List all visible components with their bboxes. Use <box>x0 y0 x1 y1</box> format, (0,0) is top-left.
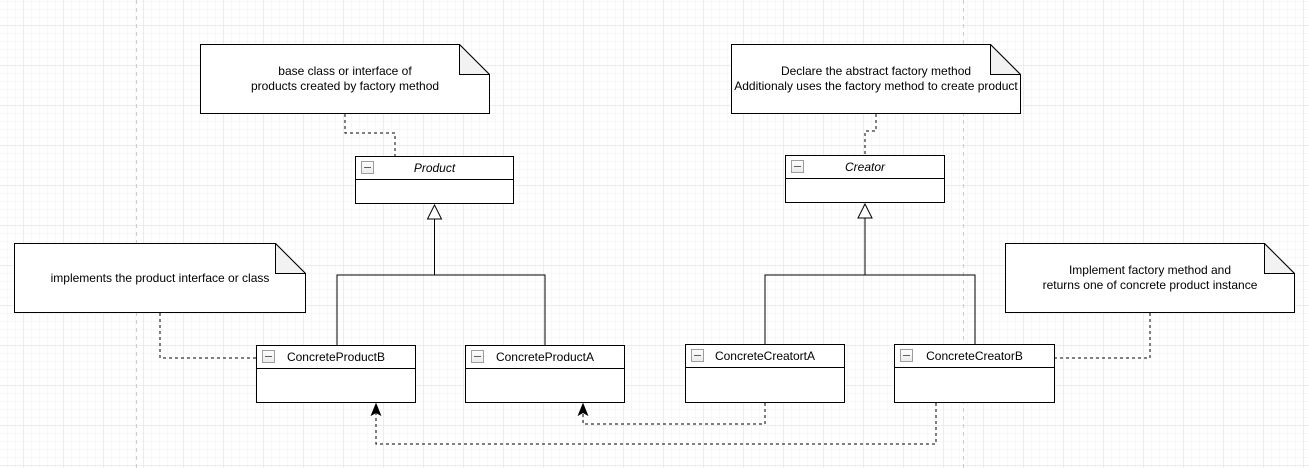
filled-arrow-productB <box>370 402 382 417</box>
class-name: Product <box>413 161 456 175</box>
note-line: Implement factory method and <box>1068 263 1232 277</box>
note-creator[interactable]: Declare the abstract factory method Addi… <box>731 44 1021 114</box>
collapse-minus-icon[interactable] <box>361 161 374 174</box>
class-concrete-creator-a[interactable]: ConcreteCreatortA <box>685 344 845 403</box>
class-concrete-creator-b[interactable]: ConcreteCreatorB <box>894 344 1055 403</box>
folded-corner-icon <box>1264 243 1295 274</box>
note-outline <box>731 44 1021 114</box>
note-outline <box>200 44 490 114</box>
class-name: ConcreteCreatorB <box>926 349 1023 363</box>
edge-creator-note-link[interactable] <box>864 114 877 155</box>
collapse-minus-icon[interactable] <box>791 160 804 173</box>
note-product[interactable]: base class or interface of products crea… <box>200 44 490 114</box>
edge-concrete-creator-note-link[interactable] <box>1055 313 1151 359</box>
class-name: Creator <box>844 160 885 174</box>
note-line: products created by factory method <box>250 79 440 93</box>
note-shape <box>14 243 306 313</box>
note-text: implements the product interface or clas… <box>51 243 270 313</box>
note-shape <box>1005 243 1295 313</box>
note-line: Declare the abstract factory method <box>780 64 972 78</box>
class-title-row: Product <box>356 157 513 180</box>
collapse-minus-icon[interactable] <box>900 349 913 362</box>
collapse-minus-icon[interactable] <box>262 350 275 363</box>
collapse-minus-icon[interactable] <box>471 350 484 363</box>
class-title-row: ConcreteCreatortA <box>686 345 844 368</box>
note-line: Additionaly uses the factory method to c… <box>734 79 1018 93</box>
note-shape <box>200 44 490 114</box>
note-line: returns one of concrete product instance <box>1042 278 1258 292</box>
class-concrete-product-a[interactable]: ConcreteProductA <box>465 345 625 403</box>
edge-product-note-link[interactable] <box>344 114 396 156</box>
hollow-triangle-arrow-creator <box>857 202 873 219</box>
note-outline <box>1005 243 1295 313</box>
class-creator[interactable]: Creator <box>785 155 945 203</box>
edge-creators-generalization[interactable] <box>764 218 976 344</box>
class-name: ConcreteProductB <box>286 350 386 364</box>
note-concrete-product[interactable]: implements the product interface or clas… <box>14 243 306 313</box>
class-name: ConcreteProductA <box>495 350 595 364</box>
edge-products-generalization[interactable] <box>336 219 546 345</box>
class-product[interactable]: Product <box>355 156 514 204</box>
class-concrete-product-b[interactable]: ConcreteProductB <box>256 345 416 403</box>
note-text: Declare the abstract factory method Addi… <box>734 44 1018 114</box>
note-text: Implement factory method and returns one… <box>1043 243 1258 313</box>
class-title-row: ConcreteCreatorB <box>895 345 1054 368</box>
folded-corner-icon <box>275 243 306 274</box>
folded-corner-icon <box>990 44 1021 75</box>
note-outline <box>14 243 306 313</box>
class-title-row: ConcreteProductA <box>466 346 624 369</box>
filled-arrow-productA <box>577 402 589 417</box>
edge-dependency-creatorA-productA[interactable] <box>582 403 766 425</box>
hollow-triangle-arrow-product <box>426 203 443 220</box>
note-line: base class or interface of <box>278 64 412 78</box>
edge-dependency-creatorB-productB[interactable] <box>375 403 937 445</box>
note-shape <box>731 44 1021 114</box>
class-title-row: Creator <box>786 156 944 179</box>
note-line: implements the product interface or clas… <box>50 270 270 285</box>
class-name: ConcreteCreatortA <box>714 349 816 363</box>
note-concrete-creator[interactable]: Implement factory method and returns one… <box>1005 243 1295 313</box>
collapse-minus-icon[interactable] <box>691 349 704 362</box>
folded-corner-icon <box>459 44 490 75</box>
edge-concrete-product-note-link[interactable] <box>159 313 256 359</box>
note-text: base class or interface of products crea… <box>251 44 439 114</box>
class-title-row: ConcreteProductB <box>257 346 415 369</box>
